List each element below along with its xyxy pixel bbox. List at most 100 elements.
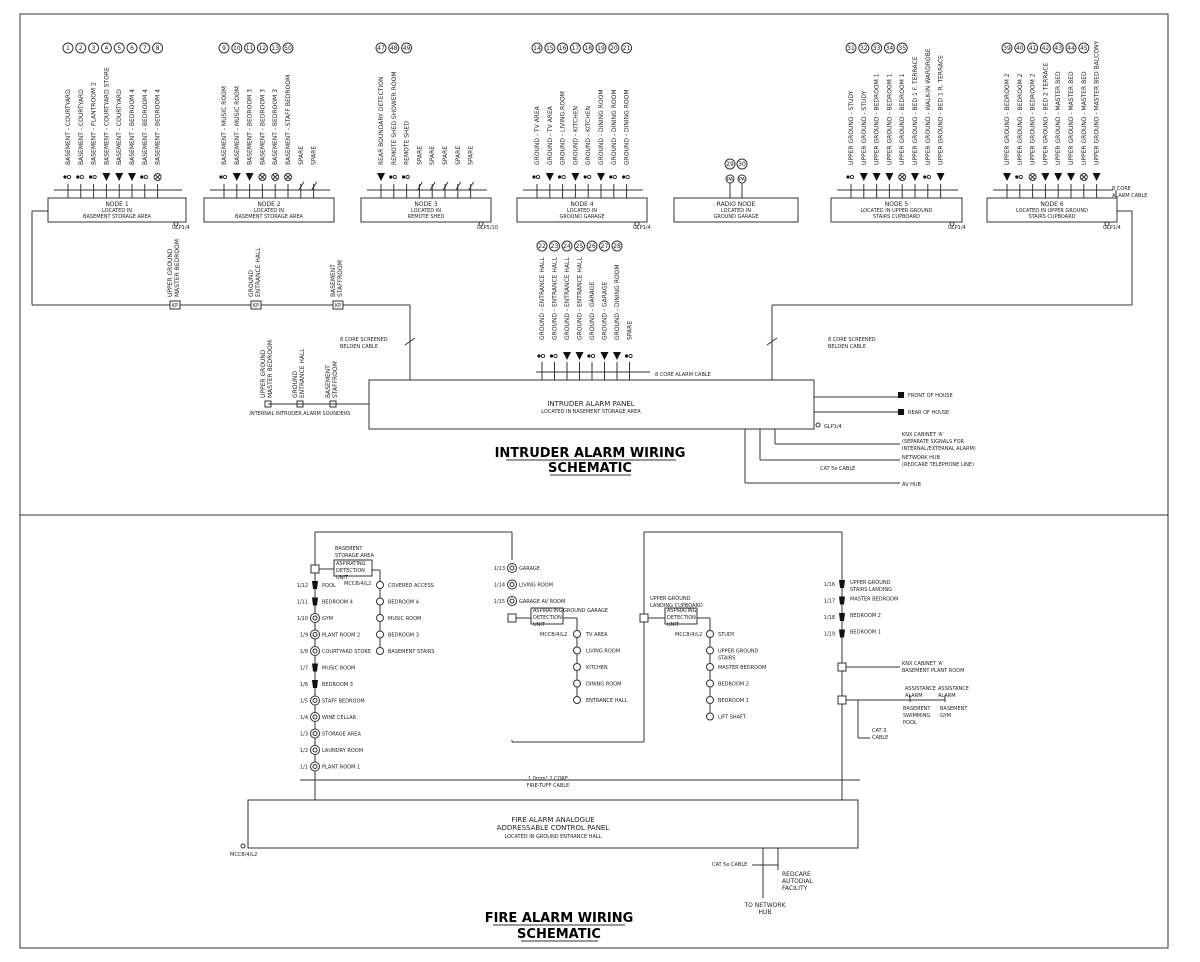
fire-sounder-icon [312, 581, 318, 589]
intruder-panel-location: LOCATED IN BASEMENT STORAGE AREA [541, 409, 641, 415]
sounders-caption: INTERNAL INTRUDER ALARM SOUNDERS [249, 411, 350, 417]
device-label: GROUND - KITCHEN [572, 106, 579, 165]
zone-number: 1/2 [300, 748, 308, 754]
zone-number: 8 [156, 45, 160, 52]
knx-fire-label: BASEMENT PLANT ROOM [902, 668, 964, 674]
fire-panel-line1: FIRE ALARM ANALOGUE [511, 816, 594, 824]
zone-number-circle [218, 42, 230, 54]
keypad-icon [169, 300, 181, 310]
node-location: LOCATED IN [567, 208, 597, 214]
keypad-label: BASEMENT [330, 264, 337, 297]
fire-title-line1: FIRE ALARM WIRING [485, 911, 634, 926]
device-label: GROUND - TV AREA [547, 105, 554, 165]
door-contact-icon [392, 174, 397, 179]
zone-number: 21 [623, 45, 631, 52]
node-location: LOCATED IN UPPER GROUND [861, 208, 933, 214]
device-label: BASEMENT - COURTYARD [116, 89, 123, 165]
screened-cable-left: 8 CORE SCREENED [340, 337, 388, 343]
zone-number-circle [883, 42, 895, 54]
pir-detector-icon [1054, 173, 1063, 181]
pir-detector-icon [613, 352, 621, 360]
zone-number: 1/8 [300, 649, 308, 655]
zone-number: 1/16 [824, 582, 835, 588]
sampling-point-icon [376, 581, 384, 589]
sounder-label: STAFFROOM [332, 361, 339, 398]
node-name: NODE 5 [885, 201, 909, 208]
asp-area-label: GROUND GARAGE [563, 608, 608, 614]
door-contact-icon [561, 174, 566, 179]
device-label: REMOTE SHED [404, 121, 411, 165]
device-label: UPPER GROUND - WALK-IN WARDROBE [925, 48, 932, 165]
device-label: BASEMENT - STAFF BEDROOM [285, 75, 292, 165]
pir-detector-icon [885, 173, 894, 181]
device-label: BASEMENT - BEDROOM 4 [142, 89, 149, 165]
zone-label: STAFF BEDROOM [322, 699, 365, 705]
device-label: UPPER GROUND - MASTER BED [1055, 71, 1062, 165]
node-location: STAIRS CUPBOARD [873, 214, 920, 220]
zone-number: 16 [559, 45, 567, 52]
node-location: LOCATED IN UPPER GROUND [1016, 208, 1088, 214]
asp-area-label: LANDING CUPBOARD [650, 603, 703, 609]
device-label: GROUND - GARAGE [589, 282, 596, 340]
earth-icon [815, 422, 821, 428]
zone-label: STORAGE AREA [322, 732, 361, 738]
drawing-border [19, 13, 1169, 949]
fire-panel-box [247, 799, 859, 849]
device-label: UPPER GROUND - MASTER BED [1068, 71, 1075, 165]
device-label: UPPER GROUND - BEDROOM 2 [1017, 73, 1024, 165]
assist-label: ALARM [905, 693, 923, 699]
sounder-label: ENTRANCE HALL [299, 348, 306, 398]
sampling-label: BEDROOM 3 [388, 633, 419, 639]
node-ref: GLP1/4 [633, 225, 651, 231]
sampling-point-icon [573, 646, 581, 655]
device-label: BASEMENT - MUSIC ROOM [221, 86, 228, 165]
zone-number-circle [1065, 42, 1077, 54]
zone-number: 3 [92, 45, 96, 52]
zone-label: BEDROOM 2 [850, 613, 881, 619]
screened-cable-right: BELDEN CABLE [828, 344, 866, 350]
zone-label: STAIRS LANDING [850, 587, 892, 593]
zone-number: 1/10 [297, 616, 308, 622]
intruder-panel-title: INTRUDER ALARM PANEL [547, 400, 634, 408]
door-contact-icon [587, 174, 592, 179]
sampling-label: BASEMENT STAIRS [388, 649, 434, 655]
door-contact-icon [850, 174, 855, 179]
node-name: NODE 2 [257, 201, 281, 208]
zone-number: 44 [1067, 45, 1075, 52]
sampling-label: ENTRANCE HALL [586, 698, 628, 704]
sampling-label: BEDROOM 1 [718, 698, 749, 704]
node-name: NODE 4 [570, 201, 594, 208]
keypad-tag: KP [335, 303, 341, 309]
fire-sounder-icon [839, 629, 845, 638]
zone-number: 25 [576, 243, 584, 250]
keypad-label: GROUND [248, 270, 255, 297]
zone-number-circle [549, 240, 560, 252]
door-contact-icon [143, 174, 148, 179]
assist-location: SWIMMING [903, 713, 930, 719]
zone-number: 1/4 [300, 715, 308, 721]
sampling-point-icon [376, 597, 384, 606]
device-label: UPPER GROUND - BEDROOM 1 [899, 73, 906, 165]
zone-number: 1/18 [824, 615, 835, 621]
sampling-point-icon [573, 630, 581, 638]
network-hub-label: TO NETWORK [744, 902, 787, 909]
sampling-label: TV AREA [585, 632, 608, 638]
smoke-detector-icon [312, 698, 318, 703]
assist-location: POOL [903, 720, 917, 726]
asp-unit-box [664, 607, 698, 625]
smoke-detector-icon [312, 615, 318, 621]
door-contact-icon [1015, 175, 1019, 179]
zone-number-circle [244, 42, 256, 54]
zone-number-circle [126, 42, 138, 54]
device-label: UPPER GROUND - BEDROOM 1 [886, 73, 893, 165]
spare-tick [455, 181, 462, 191]
smoke-detector-icon [312, 632, 318, 637]
spare-tick [442, 181, 449, 191]
external-sounder-icon [898, 409, 904, 415]
asp-unit-label: ASPIRATING [336, 561, 366, 567]
door-contact-icon [537, 354, 541, 358]
door-contact-icon [63, 175, 67, 179]
device-label: UPPER GROUND - MASTER BED BALCONY [1094, 40, 1101, 165]
zone-number: 15 [546, 45, 554, 52]
